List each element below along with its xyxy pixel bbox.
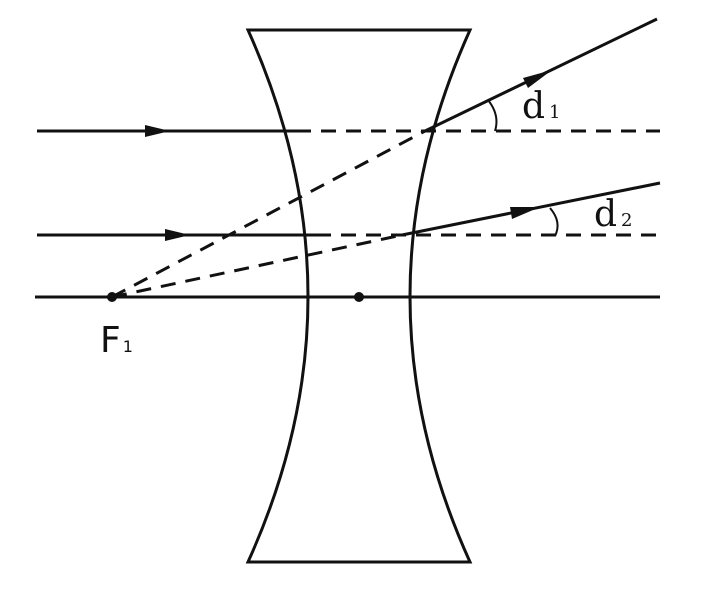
incident-ray-2-arrow: [165, 229, 190, 241]
refracted-ray-2-arrow: [510, 207, 540, 219]
optical-center-dot: [354, 292, 364, 302]
virtual-extension-2: [111, 233, 403, 299]
incident-ray-1-arrow: [145, 125, 170, 137]
refracted-ray-1-arrow: [523, 70, 552, 88]
virtual-extension-1: [111, 129, 426, 299]
angle-arc-1: [487, 99, 498, 132]
angle-arc-2: [549, 207, 559, 237]
concave-lens: [245, 28, 473, 564]
